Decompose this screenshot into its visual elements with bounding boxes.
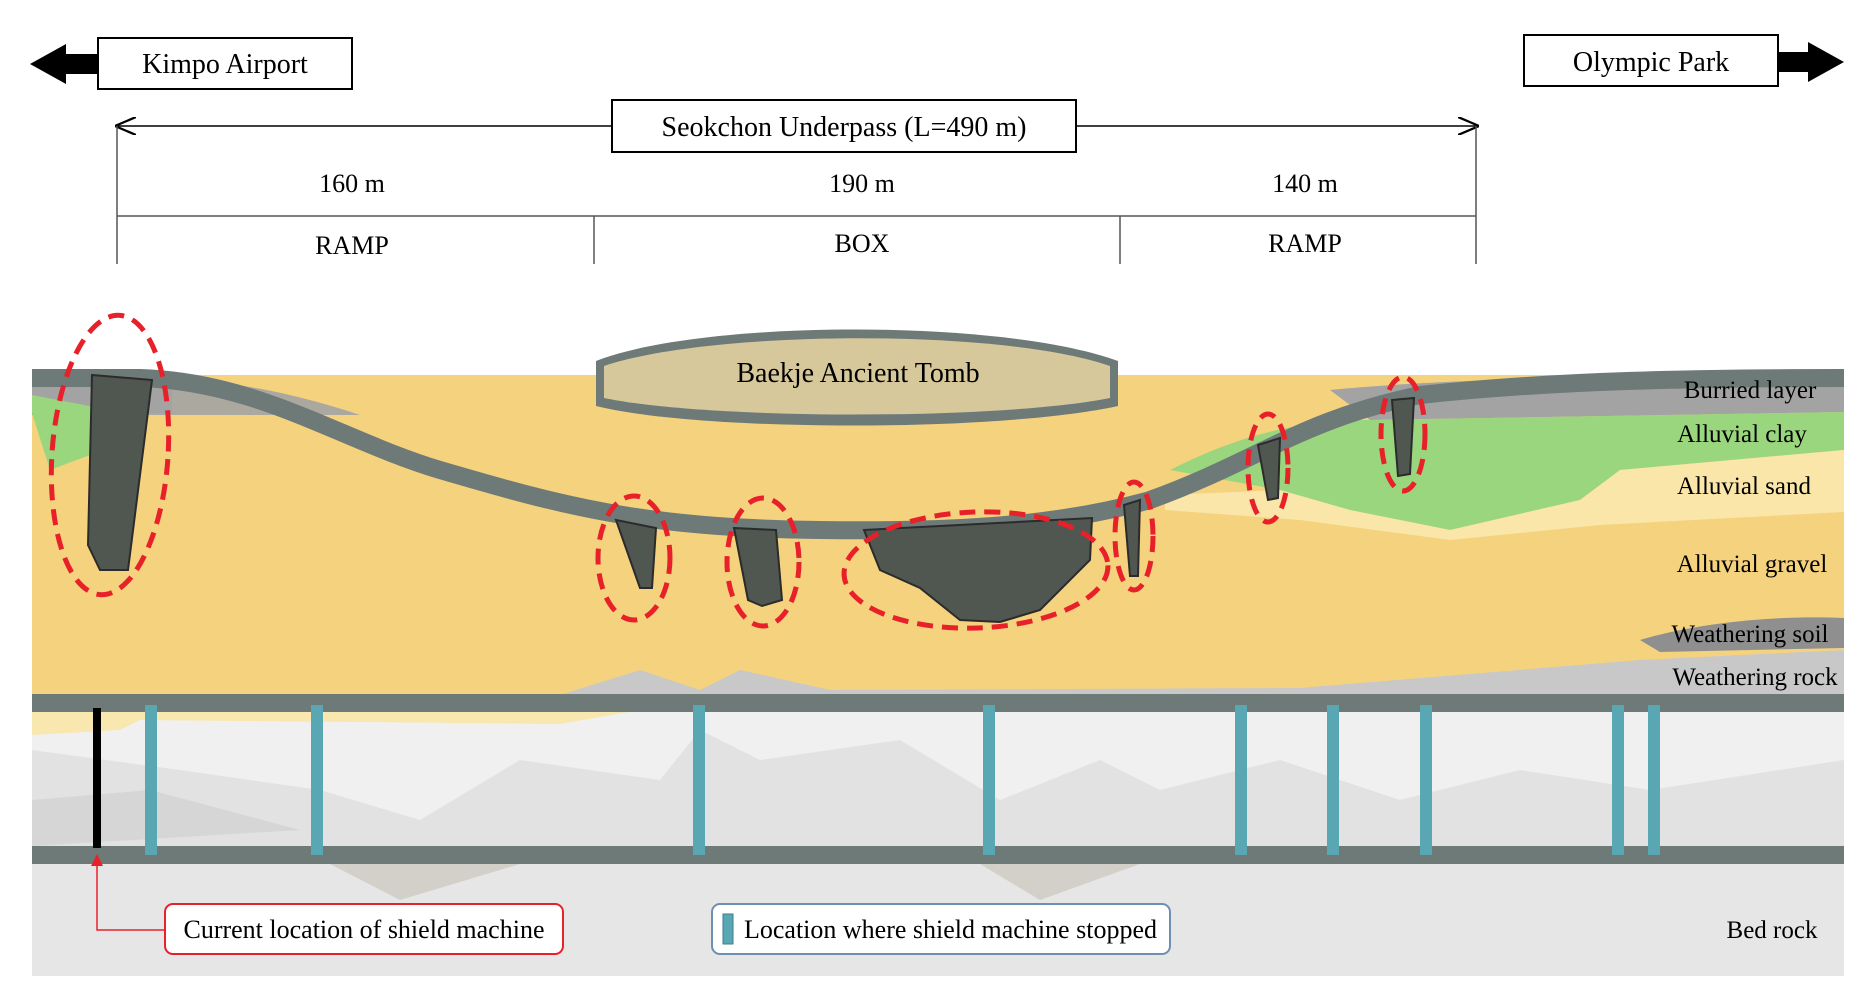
cavity [732,526,784,608]
section-length: 140 m [1272,169,1338,198]
ancient-tomb: Baekje Ancient Tomb [596,329,1118,426]
stop-marker [1327,705,1339,855]
stop-marker [145,705,157,855]
left-destination-label: Kimpo Airport [142,49,308,80]
highlight-ellipse [1245,411,1291,525]
tunnel-section [32,694,1844,864]
tunnel-top-wall [32,694,1844,712]
left-destination: Kimpo Airport [30,37,353,90]
stop-marker [693,705,705,855]
weathering-rock-layer [560,650,1844,695]
stop-marker [311,705,323,855]
highlight-ellipse [841,509,1111,631]
highlight-ellipse [1378,374,1428,494]
soil-label: Weathering rock [1672,664,1838,691]
soil-label: Burried layer [1684,377,1817,404]
section-type: BOX [835,229,890,258]
dimension-line: Seokchon Underpass (L=490 m) [117,99,1476,264]
soil-labels: Burried layer Alluvial clay Alluvial san… [1672,377,1839,944]
section-length: 190 m [829,169,895,198]
stop-marker-swatch [722,913,734,945]
right-destination: Olympic Park [1523,34,1844,87]
section-type: RAMP [315,231,389,260]
cavity [862,516,1094,624]
alluvial-sand-layer [1165,450,1844,540]
highlight-ellipse [48,312,172,598]
soil-label: Alluvial clay [1677,421,1807,448]
tomb-label: Baekje Ancient Tomb [736,358,979,389]
cavity [1390,396,1416,478]
stop-marker [1235,705,1247,855]
cavity [1256,436,1282,502]
legend-stopped-location: Location where shield machine stopped [711,903,1171,955]
cavity-highlights [48,312,1428,631]
cavity [614,518,658,589]
stop-markers [145,705,1660,855]
stop-marker [1420,705,1432,855]
cavity [1122,498,1142,577]
right-arrow-icon [1778,42,1844,82]
legend-stopped-label: Location where shield machine stopped [744,915,1157,944]
section-length: 160 m [319,169,385,198]
tunnel-bottom-wall [32,846,1844,864]
left-arrow-icon [30,44,98,84]
stop-marker [1648,705,1660,855]
highlight-ellipse [724,495,802,629]
stop-marker [1612,705,1624,855]
soil-label: Alluvial gravel [1677,551,1828,578]
right-destination-label: Olympic Park [1573,47,1729,78]
soil-label: Alluvial sand [1677,473,1812,500]
legend-current-location: Current location of shield machine [164,903,564,955]
highlight-ellipse [595,493,673,623]
soil-label: Bed rock [1727,917,1818,944]
cavity [86,373,154,571]
weathering-soil-layer [1640,617,1844,652]
section-type: RAMP [1268,229,1342,258]
legend-current-label: Current location of shield machine [183,915,544,944]
current-location-marker [91,708,165,931]
stop-marker [983,705,995,855]
underpass-title: Seokchon Underpass (L=490 m) [662,112,1027,143]
highlight-ellipse [1112,479,1156,593]
section-labels: 160 m 190 m 140 m RAMP BOX RAMP [315,169,1342,260]
alluvial-clay-layer [1170,412,1844,530]
cavities [86,373,1416,624]
soil-label: Weathering soil [1672,621,1829,648]
